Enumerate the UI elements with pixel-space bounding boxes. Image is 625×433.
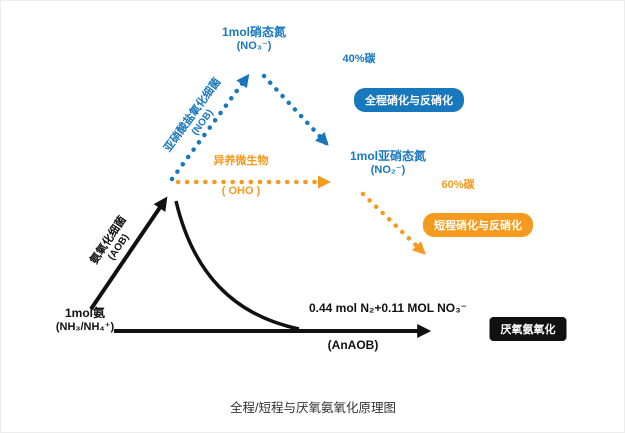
- nitrate-formula: (NO₃⁻): [236, 40, 272, 52]
- ammonia-node: 1mol氨 (NH₃/NH₄⁺): [56, 306, 114, 335]
- full-process-badge: 全程硝化与反硝化: [354, 88, 464, 112]
- nitrite-denitrify-arrow: [360, 191, 426, 255]
- nitrate-to-nitrite-arrow: [261, 73, 329, 146]
- aob-arrow: [89, 196, 168, 311]
- product-text: 0.44 mol N₂+0.11 MOL NO₃⁻: [308, 301, 468, 315]
- diagram-caption: 全程/短程与厌氧氨氧化原理图: [230, 401, 396, 415]
- nitrite-node: 1mol亚硝态氮 (NO₂⁻): [350, 149, 426, 178]
- anammox-badge: 厌氧氨氧化: [489, 317, 567, 341]
- nitrite-formula: (NO₂⁻): [370, 164, 406, 176]
- short-process-badge: 短程硝化与反硝化: [423, 213, 533, 237]
- nitrate-node: 1mol硝态氮 (NO₃⁻): [222, 25, 286, 54]
- ammonia-title: 1mol氨: [64, 306, 106, 320]
- nob-arrow: [169, 73, 250, 182]
- oho-abbr: ( OHO ): [221, 185, 261, 197]
- ammonia-formula: (NH₃/NH₄⁺): [55, 321, 115, 333]
- nitrite-title: 1mol亚硝态氮: [349, 149, 427, 163]
- anaob-abbr: (AnAOB): [327, 338, 379, 352]
- carbon-60-label: 60%碳: [441, 179, 475, 191]
- oho-name: 异养微生物: [213, 155, 269, 167]
- nitrate-title: 1mol硝态氮: [221, 25, 287, 39]
- anaob-curve: [174, 200, 300, 331]
- carbon-40-label: 40%碳: [342, 53, 376, 65]
